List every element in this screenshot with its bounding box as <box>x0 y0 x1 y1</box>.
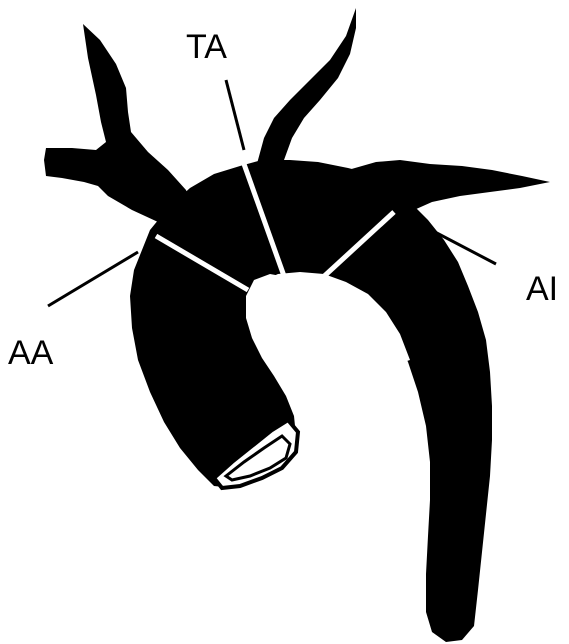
label-ai: AI <box>526 270 558 308</box>
brachiocephalic-trunk <box>44 24 192 232</box>
leader-line-aa <box>48 252 138 306</box>
left-carotid-artery <box>252 8 356 182</box>
label-aa: AA <box>8 334 54 372</box>
leader-line-ta <box>226 80 244 150</box>
label-ta: TA <box>186 28 227 66</box>
